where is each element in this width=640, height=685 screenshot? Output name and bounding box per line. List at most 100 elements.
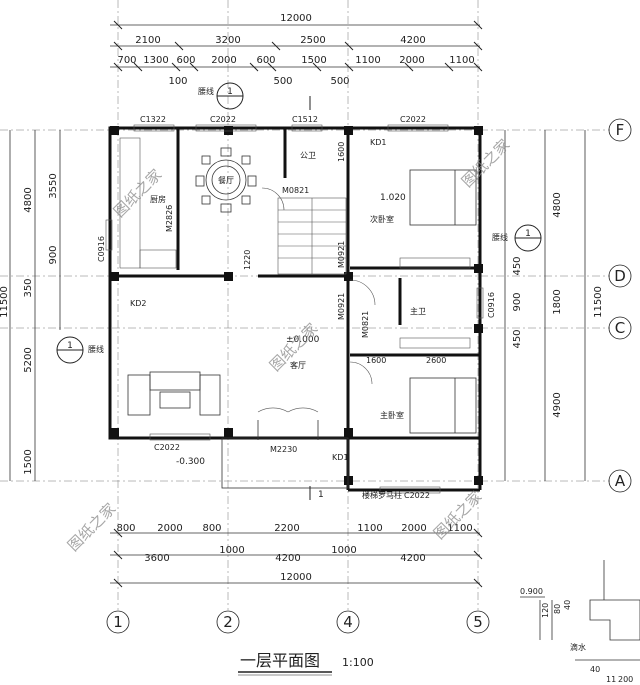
right-dim-11500: 11500 <box>593 286 604 318</box>
top-dim-1100a: 1100 <box>355 55 380 66</box>
bottom-dim-1100a: 1100 <box>357 523 382 534</box>
axis-label-D: D <box>614 267 626 285</box>
interior-dim-1220: 1220 <box>243 250 252 270</box>
left-inner-dims: 3550 900 11500 <box>0 173 59 318</box>
top-row2-dims: 2100 3200 2500 4200 <box>135 35 425 46</box>
left-dim-11500: 11500 <box>0 286 10 318</box>
detail-section <box>520 560 640 661</box>
top-dimensions <box>110 20 483 72</box>
watermark-5: 图纸之家 <box>430 488 485 543</box>
label-C0916-right: C0916 <box>487 292 496 318</box>
axis-label-F: F <box>616 121 625 139</box>
note-stone-pier: 楼梯罗马柱 <box>362 490 402 500</box>
top-dim-700: 700 <box>117 55 136 66</box>
top-dim-3200: 3200 <box>215 35 240 46</box>
right-dim-1800: 1800 <box>552 289 563 314</box>
drawing-title: 一层平面图 <box>240 651 320 670</box>
right-dims: 4800 4900 11500 450 900 1800 450 <box>512 192 604 417</box>
top-dim-2000a: 2000 <box>211 55 236 66</box>
detail-dim-80: 80 <box>553 604 562 614</box>
left-dim-350: 350 <box>23 278 34 297</box>
top-dim-1500: 1500 <box>301 55 326 66</box>
right-dim-4800: 4800 <box>552 192 563 217</box>
top-dim-600a: 600 <box>176 55 195 66</box>
beds <box>409 169 477 434</box>
watermark-1: 图纸之家 <box>110 166 165 221</box>
left-dim-1500: 1500 <box>23 449 34 474</box>
bottom-dim-4200a: 4200 <box>275 553 300 564</box>
watermark-4: 图纸之家 <box>64 500 119 555</box>
detail-dim-120: 120 <box>541 603 550 618</box>
top-small-dims: 100 500 500 <box>168 76 349 87</box>
axis-label-A: A <box>615 472 626 490</box>
top-dim-2500: 2500 <box>300 35 325 46</box>
label-KD2: KD2 <box>130 299 147 308</box>
axis-label-4: 4 <box>343 613 353 631</box>
bottom-dim-1000b: 1000 <box>331 545 356 556</box>
axis-label-C: C <box>615 319 625 337</box>
right-dim-450a: 450 <box>512 256 523 275</box>
bottom-row2-dims: 3600 1000 4200 1000 4200 <box>144 545 425 564</box>
top-dim-600b: 600 <box>256 55 275 66</box>
bottom-dim-4200b: 4200 <box>400 553 425 564</box>
left-dim-4800: 4800 <box>23 187 34 212</box>
axis-bubbles-right <box>608 118 632 493</box>
right-dim-4900: 4900 <box>552 392 563 417</box>
level-bedroom: 1.020 <box>380 193 406 203</box>
bottom-dim-2000b: 2000 <box>401 523 426 534</box>
detail-dim-40: 40 <box>563 600 572 610</box>
dining-table <box>195 147 257 213</box>
interior-dim-2600: 2600 <box>426 356 446 365</box>
interior-dim-1600a: 1600 <box>337 142 346 162</box>
label-C2022-top2: C2022 <box>400 115 426 124</box>
label-KD1-top: KD1 <box>370 138 387 147</box>
bottom-dim-2200: 2200 <box>274 523 299 534</box>
label-C1512: C1512 <box>292 115 318 124</box>
front-porch <box>221 420 349 489</box>
note-waistline-right: 腰线 <box>492 232 508 242</box>
label-M0921-b: M0921 <box>337 293 346 320</box>
label-C0916-left: C0916 <box>97 236 106 262</box>
left-dim-3550: 3550 <box>48 173 59 198</box>
label-M2826: M2826 <box>165 205 174 232</box>
top-dim-100: 100 <box>168 76 187 87</box>
label-C2022-bottom2: C2022 <box>404 491 430 500</box>
bottom-total-dim: 12000 <box>280 572 312 583</box>
stair <box>277 197 347 275</box>
detail-dim-11: 11 <box>606 675 616 684</box>
room-kitchen: 厨房 <box>150 194 166 204</box>
note-waistline-left: 腰线 <box>88 344 104 354</box>
label-C2022-top1: C2022 <box>210 115 236 124</box>
label-KD1-bottom: KD1 <box>332 453 349 462</box>
level-outside: -0.300 <box>176 457 205 467</box>
windows <box>105 124 484 494</box>
label-M2230: M2230 <box>270 445 297 454</box>
top-row3-dims: 700 1300 600 2000 600 1500 1100 2000 110… <box>117 55 474 66</box>
bottom-dim-3600: 3600 <box>144 553 169 564</box>
bottom-dim-800b: 800 <box>202 523 221 534</box>
interior-dim-1600b: 1600 <box>366 356 386 365</box>
room-second-bedroom: 次卧室 <box>370 214 394 224</box>
right-dim-450b: 450 <box>512 329 523 348</box>
room-master-wc: 主卫 <box>410 306 426 316</box>
wardrobes <box>399 257 471 349</box>
top-dim-4200: 4200 <box>400 35 425 46</box>
left-dimensions <box>9 130 61 481</box>
label-C2022-bottom1: C2022 <box>154 443 180 452</box>
label-M0821-master-wc: M0821 <box>361 311 370 338</box>
drawing-scale: 1:100 <box>342 656 374 669</box>
note-waistline-top: 腰线 <box>198 86 214 96</box>
detail-level: 0.900 <box>520 587 543 596</box>
section-markers <box>56 82 542 500</box>
sofa-set <box>127 371 221 416</box>
structural-columns <box>110 126 483 485</box>
bottom-dim-1100b: 1100 <box>447 523 472 534</box>
right-dimensions <box>504 130 586 481</box>
section-mark-right-label: 1 <box>525 229 531 239</box>
detail-dim-40b: 40 <box>590 665 600 674</box>
level-hall: ±0.000 <box>286 335 320 345</box>
room-dining: 餐厅 <box>218 176 234 185</box>
label-C1322: C1322 <box>140 115 166 124</box>
top-dim-500b: 500 <box>330 76 349 87</box>
